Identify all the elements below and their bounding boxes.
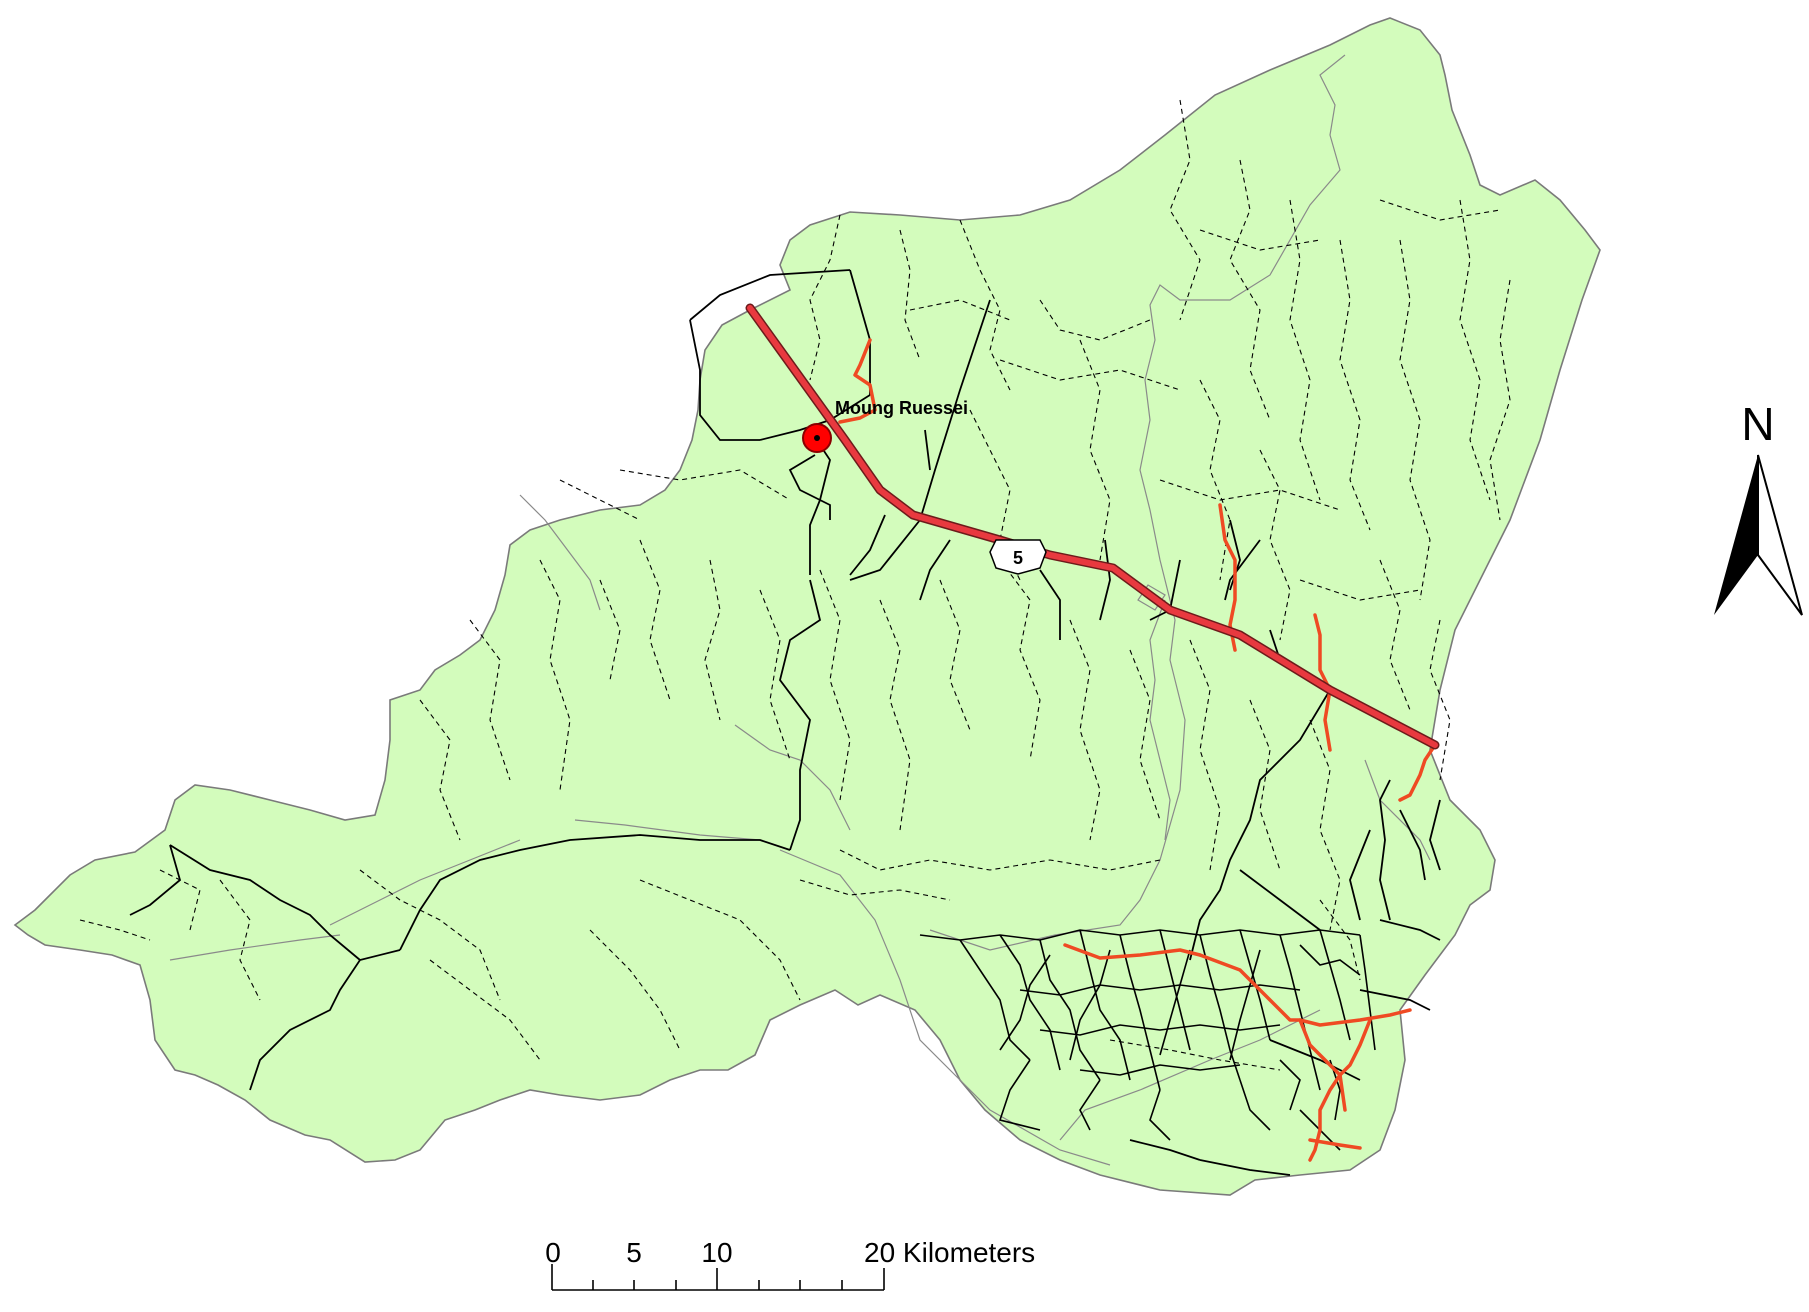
north-arrow-icon xyxy=(1714,455,1758,615)
north-arrow: N xyxy=(1714,398,1803,616)
scale-bar-labels: 0 5 10 20 Kilometers xyxy=(545,1237,1035,1268)
national-road-5 xyxy=(745,303,1440,750)
tracks xyxy=(79,99,1511,1071)
local-road-network-southeast xyxy=(919,929,1376,1151)
town-marker xyxy=(802,423,832,453)
commune-boundaries xyxy=(169,54,1431,1166)
highway-shield-label: 5 xyxy=(1013,548,1023,568)
scale-label-0: 0 xyxy=(545,1237,561,1268)
scale-label-5: 5 xyxy=(626,1237,642,1268)
district-boundary xyxy=(13,17,1601,1196)
north-label: N xyxy=(1741,398,1774,450)
town-label: Moung Ruessei xyxy=(835,398,968,418)
scale-label-20-kilometers: 20 Kilometers xyxy=(864,1237,1035,1268)
scale-label-10: 10 xyxy=(701,1237,732,1268)
scale-bar xyxy=(551,1264,885,1291)
highway-shield-5: 5 xyxy=(989,539,1047,575)
